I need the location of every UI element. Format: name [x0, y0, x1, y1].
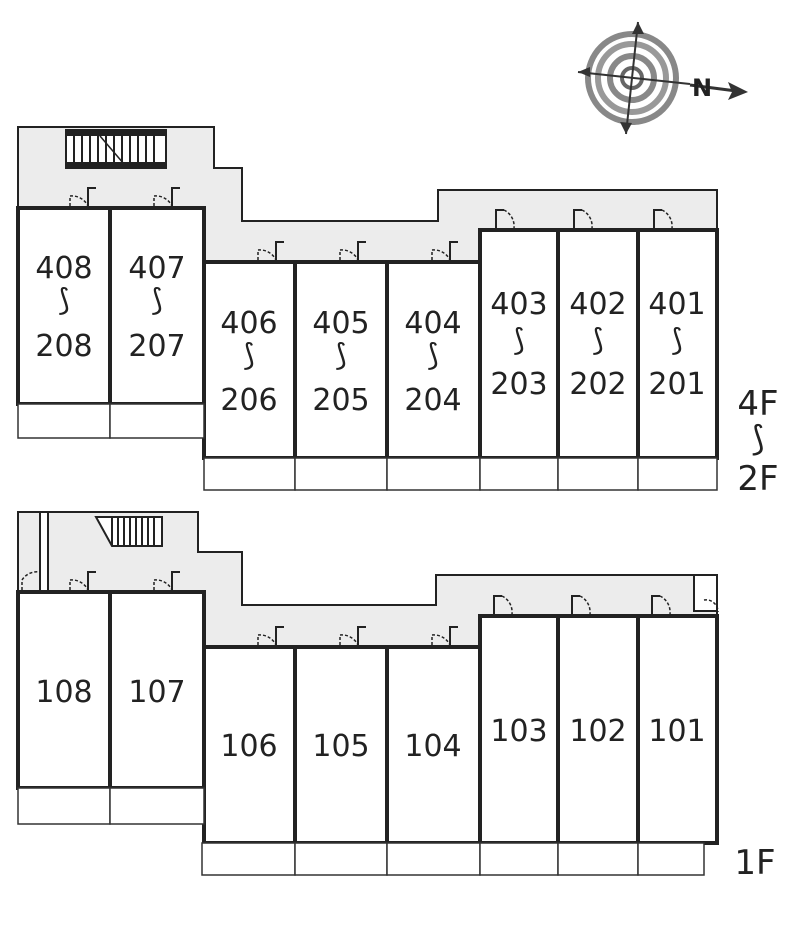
unit-number: 105 [312, 729, 369, 764]
room-405-205 [293, 260, 389, 460]
balcony [201, 842, 296, 876]
balcony [386, 842, 481, 876]
balcony [637, 842, 705, 876]
ground-staircase-icon [94, 516, 163, 547]
room-401-201 [636, 228, 719, 460]
balcony [294, 457, 388, 491]
door-icon [69, 187, 673, 261]
floor-label-bottom: 2F [737, 459, 778, 499]
balcony [294, 842, 388, 876]
unit-top-number: 403 [490, 287, 547, 322]
balcony [557, 457, 639, 491]
unit-top-number: 407 [128, 251, 185, 286]
balcony [17, 403, 111, 439]
upper-floor-plan: 408 ⟆ 208 407 ⟆ 207 406 ⟆ 206 405 ⟆ 205 … [16, 126, 779, 499]
ground-floor-plan: 108 107 106 105 104 103 102 101 1F [16, 511, 776, 883]
room-402-202 [556, 228, 640, 460]
door-icon [21, 571, 719, 646]
balcony [203, 457, 296, 491]
floor-label-top: 4F [737, 384, 778, 424]
unit-top-number: 404 [404, 306, 461, 341]
upper-staircase-icon [65, 129, 167, 169]
unit-range-symbol: ⟆ [513, 323, 525, 358]
compass-icon: N [577, 21, 748, 135]
room-406-206 [202, 260, 297, 460]
balcony [479, 457, 559, 491]
unit-range-symbol: ⟆ [243, 338, 255, 373]
unit-number: 103 [490, 714, 547, 749]
balcony [637, 457, 718, 491]
balcony [557, 842, 639, 876]
balcony [386, 457, 481, 491]
unit-bottom-number: 204 [404, 383, 461, 418]
balcony [479, 842, 559, 876]
unit-top-number: 408 [35, 251, 92, 286]
unit-top-number: 406 [220, 306, 277, 341]
unit-bottom-number: 208 [35, 329, 92, 364]
unit-number: 108 [35, 675, 92, 710]
floor-label: 1F [734, 843, 775, 883]
room-105 [293, 645, 389, 845]
room-107 [108, 590, 206, 790]
unit-top-number: 405 [312, 306, 369, 341]
unit-number: 107 [128, 675, 185, 710]
unit-bottom-number: 202 [569, 367, 626, 402]
unit-top-number: 402 [569, 287, 626, 322]
unit-number: 102 [569, 714, 626, 749]
room-102 [556, 614, 640, 845]
unit-range-symbol: ⟆ [592, 323, 604, 358]
floor-label-range-symbol: ⟆ [751, 419, 764, 459]
unit-bottom-number: 205 [312, 383, 369, 418]
unit-range-symbol: ⟆ [151, 283, 163, 318]
unit-top-number: 401 [648, 287, 705, 322]
unit-bottom-number: 201 [648, 367, 705, 402]
balcony [109, 787, 205, 825]
compass-north-label: N [692, 74, 712, 102]
room-103 [478, 614, 560, 845]
room-407-207 [108, 206, 206, 406]
room-106 [202, 645, 297, 845]
balcony [109, 403, 205, 439]
room-403-203 [478, 228, 560, 460]
room-108 [16, 590, 112, 790]
unit-number: 104 [404, 729, 461, 764]
unit-range-symbol: ⟆ [58, 283, 70, 318]
unit-range-symbol: ⟆ [335, 338, 347, 373]
unit-bottom-number: 207 [128, 329, 185, 364]
unit-bottom-number: 203 [490, 367, 547, 402]
unit-range-symbol: ⟆ [671, 323, 683, 358]
unit-number: 106 [220, 729, 277, 764]
unit-bottom-number: 206 [220, 383, 277, 418]
unit-range-symbol: ⟆ [427, 338, 439, 373]
balcony [17, 787, 111, 825]
unit-number: 101 [648, 714, 705, 749]
